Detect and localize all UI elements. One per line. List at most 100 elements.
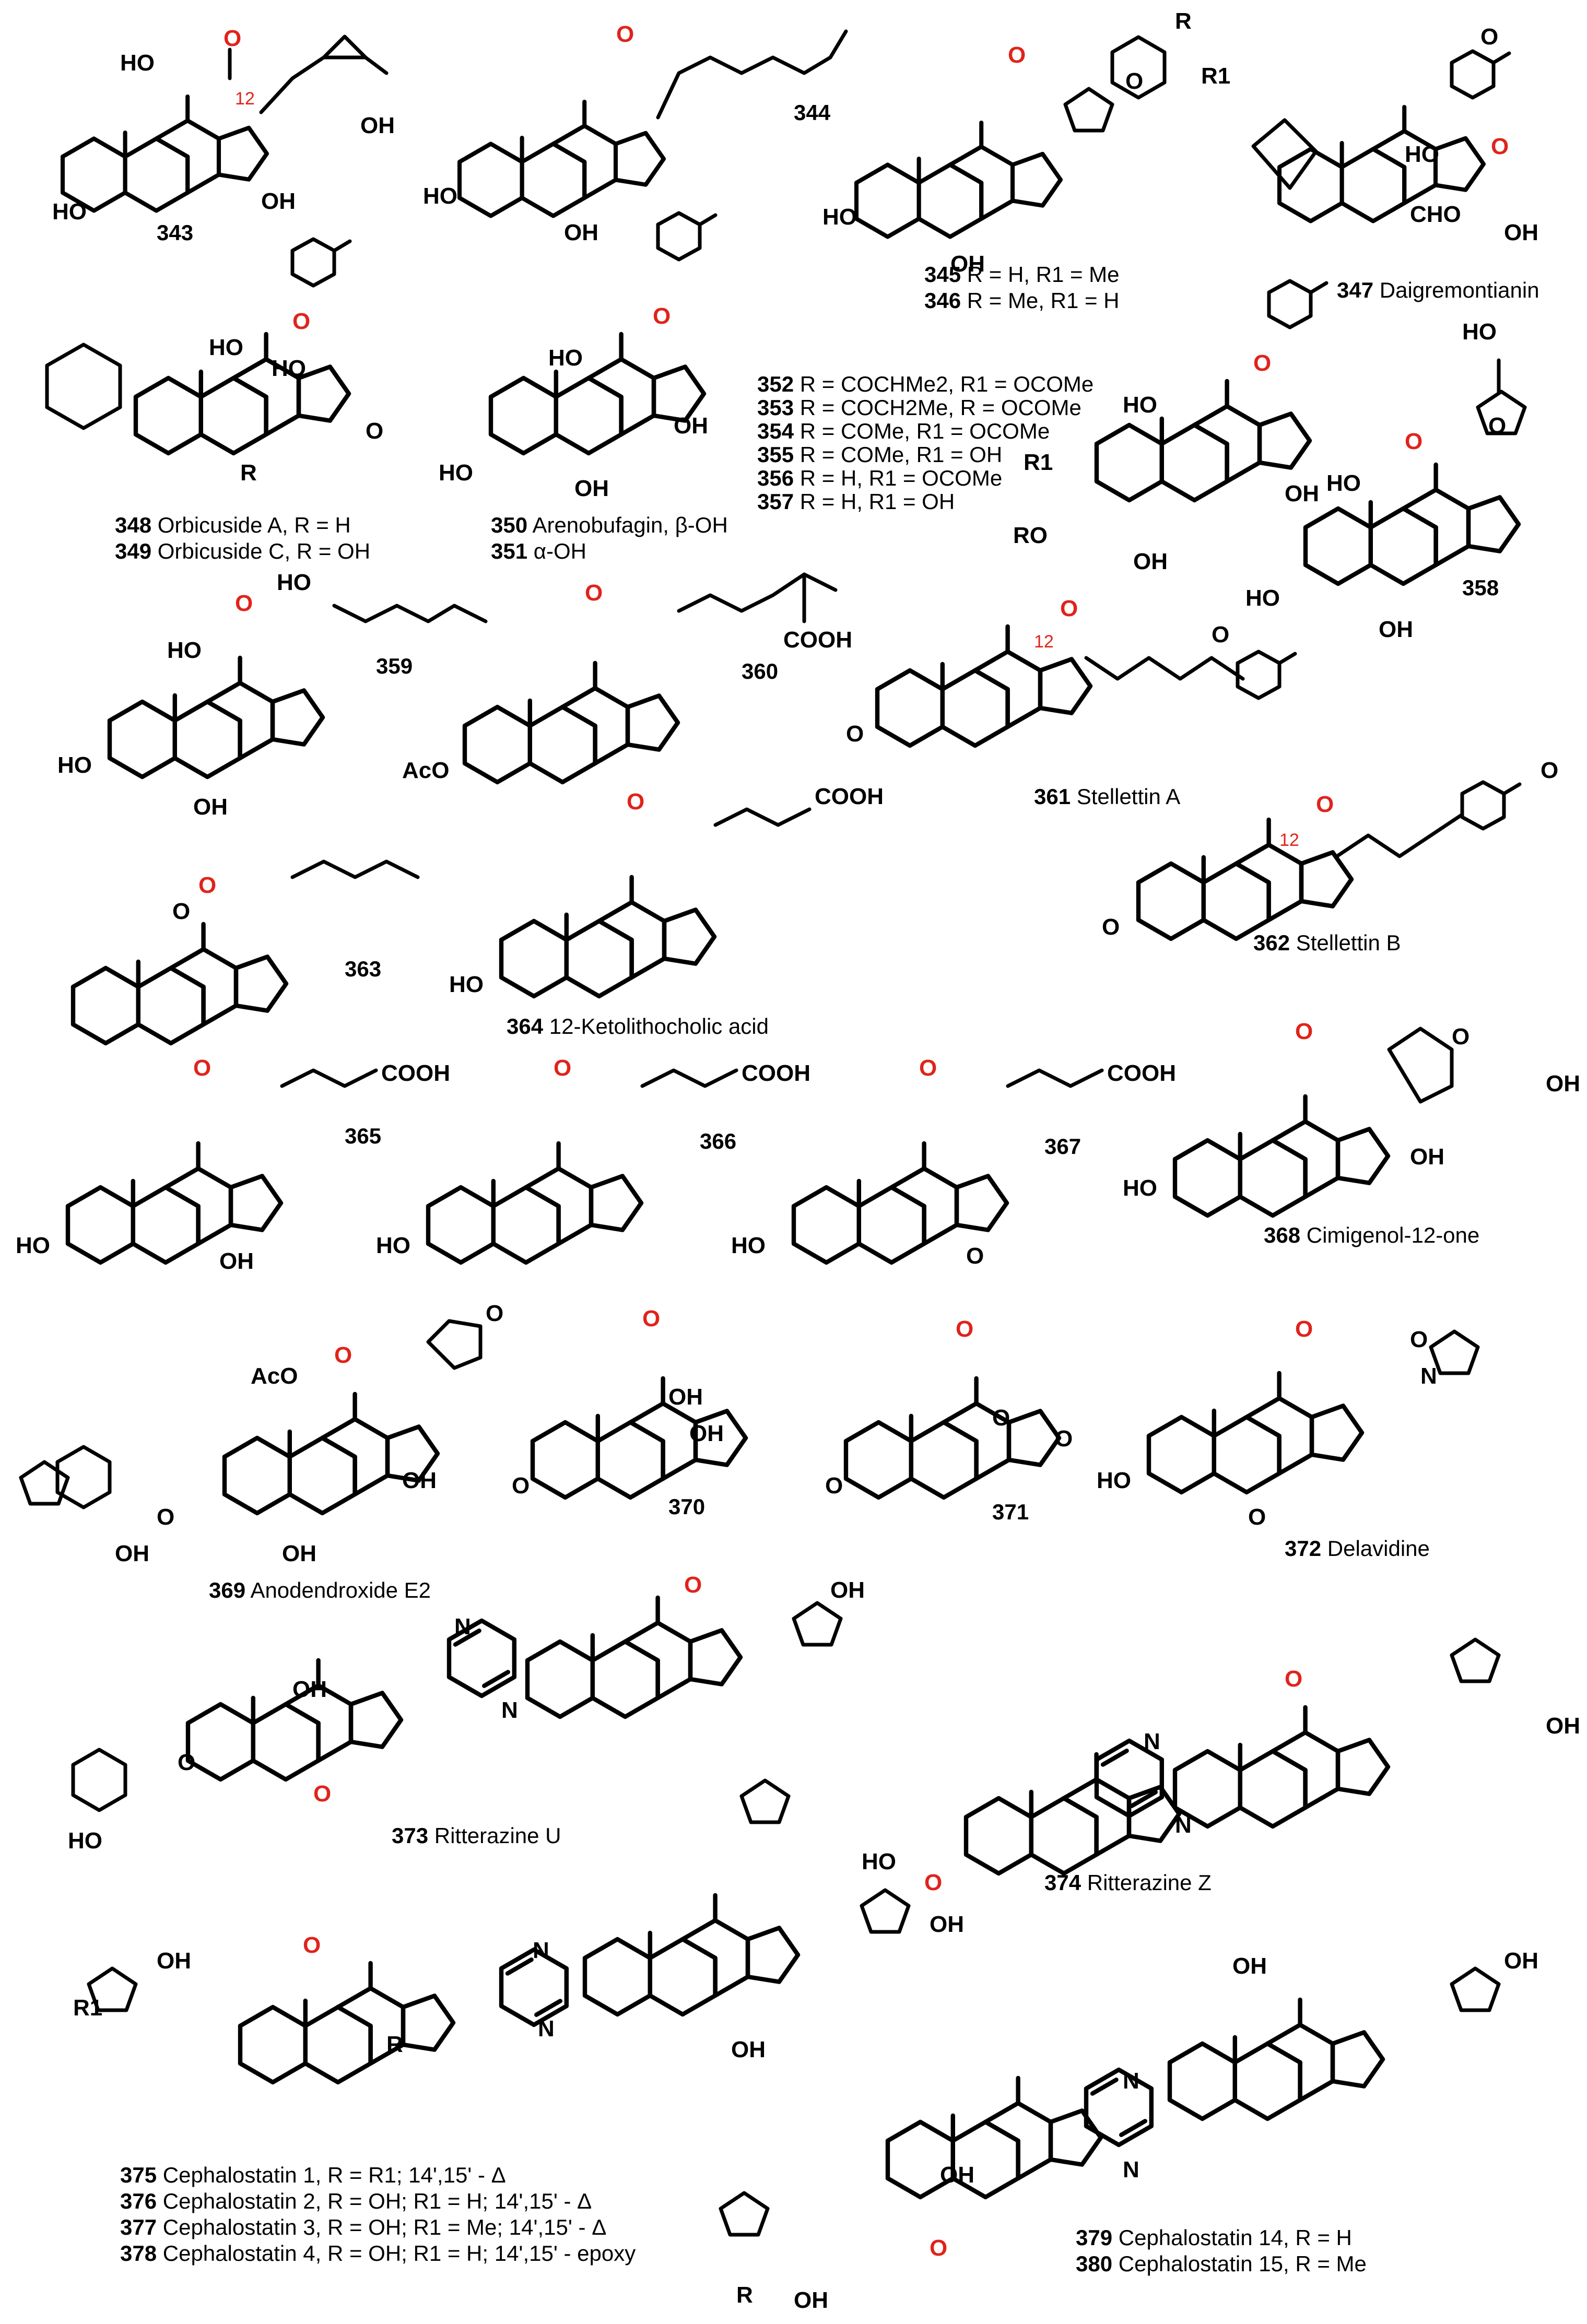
svg-text:R: R [736,2282,753,2308]
caption-348: 348 Orbicuside A, R = H [115,513,351,537]
svg-text:O: O [313,1781,331,1807]
svg-text:343: 343 [157,220,193,245]
svg-text:OH: OH [1504,220,1538,245]
svg-text:HO: HO [731,1233,766,1258]
svg-text:OH: OH [564,220,598,245]
caption-361: 361 Stellettin A [1034,784,1180,809]
caption-374: 374 Ritterazine Z [1044,1870,1212,1895]
svg-text:O: O [1253,350,1271,376]
svg-text:R: R [1175,8,1192,34]
svg-text:O: O [224,26,241,51]
svg-text:OH: OH [193,794,228,820]
svg-text:OH: OH [1410,1144,1444,1170]
svg-text:OH: OH [731,2037,766,2062]
svg-text:O: O [1248,1504,1266,1530]
svg-text:350 Arenobufagin, β-OH: 350 Arenobufagin, β-OH [491,513,728,537]
svg-text:HO: HO [277,570,311,595]
svg-text:HO: HO [1123,1175,1157,1201]
caption-343: 343 [157,220,193,245]
caption-352: 352 R = COCHMe2, R1 = OCOMe [757,372,1094,396]
svg-text:CHO: CHO [1410,202,1461,227]
structure-365: O COOH HO OH [16,1055,450,1274]
svg-text:344: 344 [794,100,831,125]
svg-text:OH: OH [261,188,296,214]
svg-text:364 12-Ketolithocholic acid: 364 12-Ketolithocholic acid [507,1014,769,1039]
svg-text:OH: OH [1232,1953,1267,1979]
svg-text:O: O [653,303,671,329]
svg-text:359: 359 [376,654,413,678]
svg-text:358: 358 [1462,575,1499,600]
caption-358: 358 [1462,575,1499,600]
svg-text:R1: R1 [1024,450,1053,475]
svg-text:O: O [1295,1019,1313,1044]
svg-text:OH: OH [794,2287,828,2313]
caption-373: 373 Ritterazine U [392,1823,561,1848]
svg-text:HO: HO [1405,141,1439,167]
svg-text:N: N [1144,1729,1160,1754]
structure-379-380: O N N OH OH OH R OH [721,1948,1538,2313]
svg-text:O: O [846,721,864,747]
svg-text:371: 371 [992,1500,1029,1524]
svg-text:O: O [956,1316,973,1342]
svg-text:AcO: AcO [251,1363,298,1389]
svg-text:OH: OH [1133,549,1168,574]
svg-text:O: O [919,1055,937,1081]
svg-text:12: 12 [1034,632,1054,652]
svg-text:OH: OH [950,251,985,277]
svg-text:HO: HO [209,335,243,360]
svg-text:O: O [992,1405,1010,1431]
structure-348-349: O HO HO R O [45,239,383,486]
svg-text:O: O [1480,24,1498,50]
structure-359: O HO HO HO OH [57,570,488,820]
svg-text:OH: OH [219,1248,254,1274]
svg-text:O: O [1410,1327,1428,1352]
svg-text:O: O [366,418,383,444]
svg-text:OH: OH [402,1468,437,1493]
svg-text:345 R = H, R1 = Me: 345 R = H, R1 = Me [924,262,1120,287]
svg-text:O: O [1285,1666,1302,1692]
svg-text:HO: HO [822,204,857,230]
caption-356: 356 R = H, R1 = OCOMe [757,466,1002,490]
caption-347: 347 Daigremontianin [1337,278,1539,302]
caption-377: 377 Cephalostatin 3, R = OH; R1 = Me; 14… [120,2215,606,2239]
svg-text:O: O [1125,68,1143,94]
caption-376: 376 Cephalostatin 2, R = OH; R1 = H; 14'… [120,2189,592,2213]
structure-374: O O N N OH HO [742,1639,1580,1895]
structure-364: O COOH HO [449,784,884,997]
svg-text:AcO: AcO [402,758,449,783]
structure-369: O AcO O OH OH OH O [21,1301,503,1566]
caption-371: 371 [992,1500,1029,1524]
svg-text:356 R = H, R1 = OCOMe: 356 R = H, R1 = OCOMe [757,466,1002,490]
structure-362: O 12 O O [1102,758,1558,940]
svg-text:HO: HO [439,460,473,486]
svg-text:OH: OH [830,1577,865,1603]
svg-text:N: N [1123,2068,1139,2094]
svg-text:O: O [1295,1316,1313,1342]
svg-text:370: 370 [668,1494,705,1519]
caption-360: 360 [742,659,778,683]
caption-370: 370 [668,1494,705,1519]
svg-text:OH: OH [1285,481,1319,506]
svg-text:349 Orbicuside C, R = OH: 349 Orbicuside C, R = OH [115,539,370,563]
svg-text:O: O [825,1473,843,1499]
svg-text:O: O [642,1306,660,1331]
svg-text:369 Anodendroxide E2: 369 Anodendroxide E2 [209,1578,431,1602]
svg-text:O: O [1491,134,1509,159]
svg-text:355 R = COMe, R1 = OH: 355 R = COMe, R1 = OH [757,442,1002,467]
svg-text:N: N [1420,1363,1437,1389]
svg-text:O: O [1055,1426,1073,1452]
svg-text:R: R [240,460,257,486]
svg-text:353 R = COCH2Me, R = OCOMe: 353 R = COCH2Me, R = OCOMe [757,395,1081,420]
svg-text:377 Cephalostatin 3, R = OH; R: 377 Cephalostatin 3, R = OH; R1 = Me; 14… [120,2215,606,2239]
svg-text:O: O [1452,1024,1470,1049]
svg-text:OH: OH [1379,617,1413,642]
svg-text:R1: R1 [73,1995,102,2021]
svg-text:N: N [1123,2157,1139,2183]
svg-text:362 Stellettin B: 362 Stellettin B [1253,930,1401,955]
svg-text:O: O [303,1932,321,1958]
structure-344: O HO OH [423,21,848,245]
structure-367: O COOH HO O [731,1055,1176,1269]
svg-text:373 Ritterazine U: 373 Ritterazine U [392,1823,561,1848]
svg-text:O: O [1008,42,1026,68]
svg-text:HO: HO [120,50,155,76]
